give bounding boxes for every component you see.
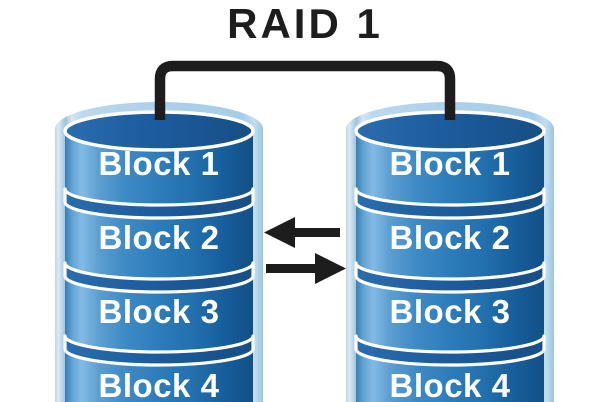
sync-arrows	[264, 217, 346, 284]
block-label: Block 4	[390, 367, 511, 402]
disk-divider	[63, 187, 255, 220]
disk-divider	[63, 334, 255, 367]
block-label: Block 1	[99, 145, 220, 182]
block-label: Block 1	[390, 145, 511, 182]
block-label: Block 2	[99, 219, 220, 256]
mirror-link-bracket	[154, 60, 456, 120]
block-label: Block 2	[390, 219, 511, 256]
page-title: RAID 1	[227, 0, 383, 47]
disk-divider	[354, 187, 546, 220]
block-label: Block 4	[99, 367, 220, 402]
disk-divider	[354, 261, 546, 294]
disk-right: Block 1 Block 2 Block 3 Block 4	[346, 102, 554, 402]
disk-divider	[354, 334, 546, 367]
disk-divider	[63, 261, 255, 294]
block-label: Block 3	[99, 293, 220, 330]
arrow-right-icon	[266, 253, 346, 284]
arrow-left-icon	[264, 217, 340, 248]
block-label: Block 3	[390, 293, 511, 330]
disk-left: Block 1 Block 2 Block 3 Block 4	[55, 102, 263, 402]
